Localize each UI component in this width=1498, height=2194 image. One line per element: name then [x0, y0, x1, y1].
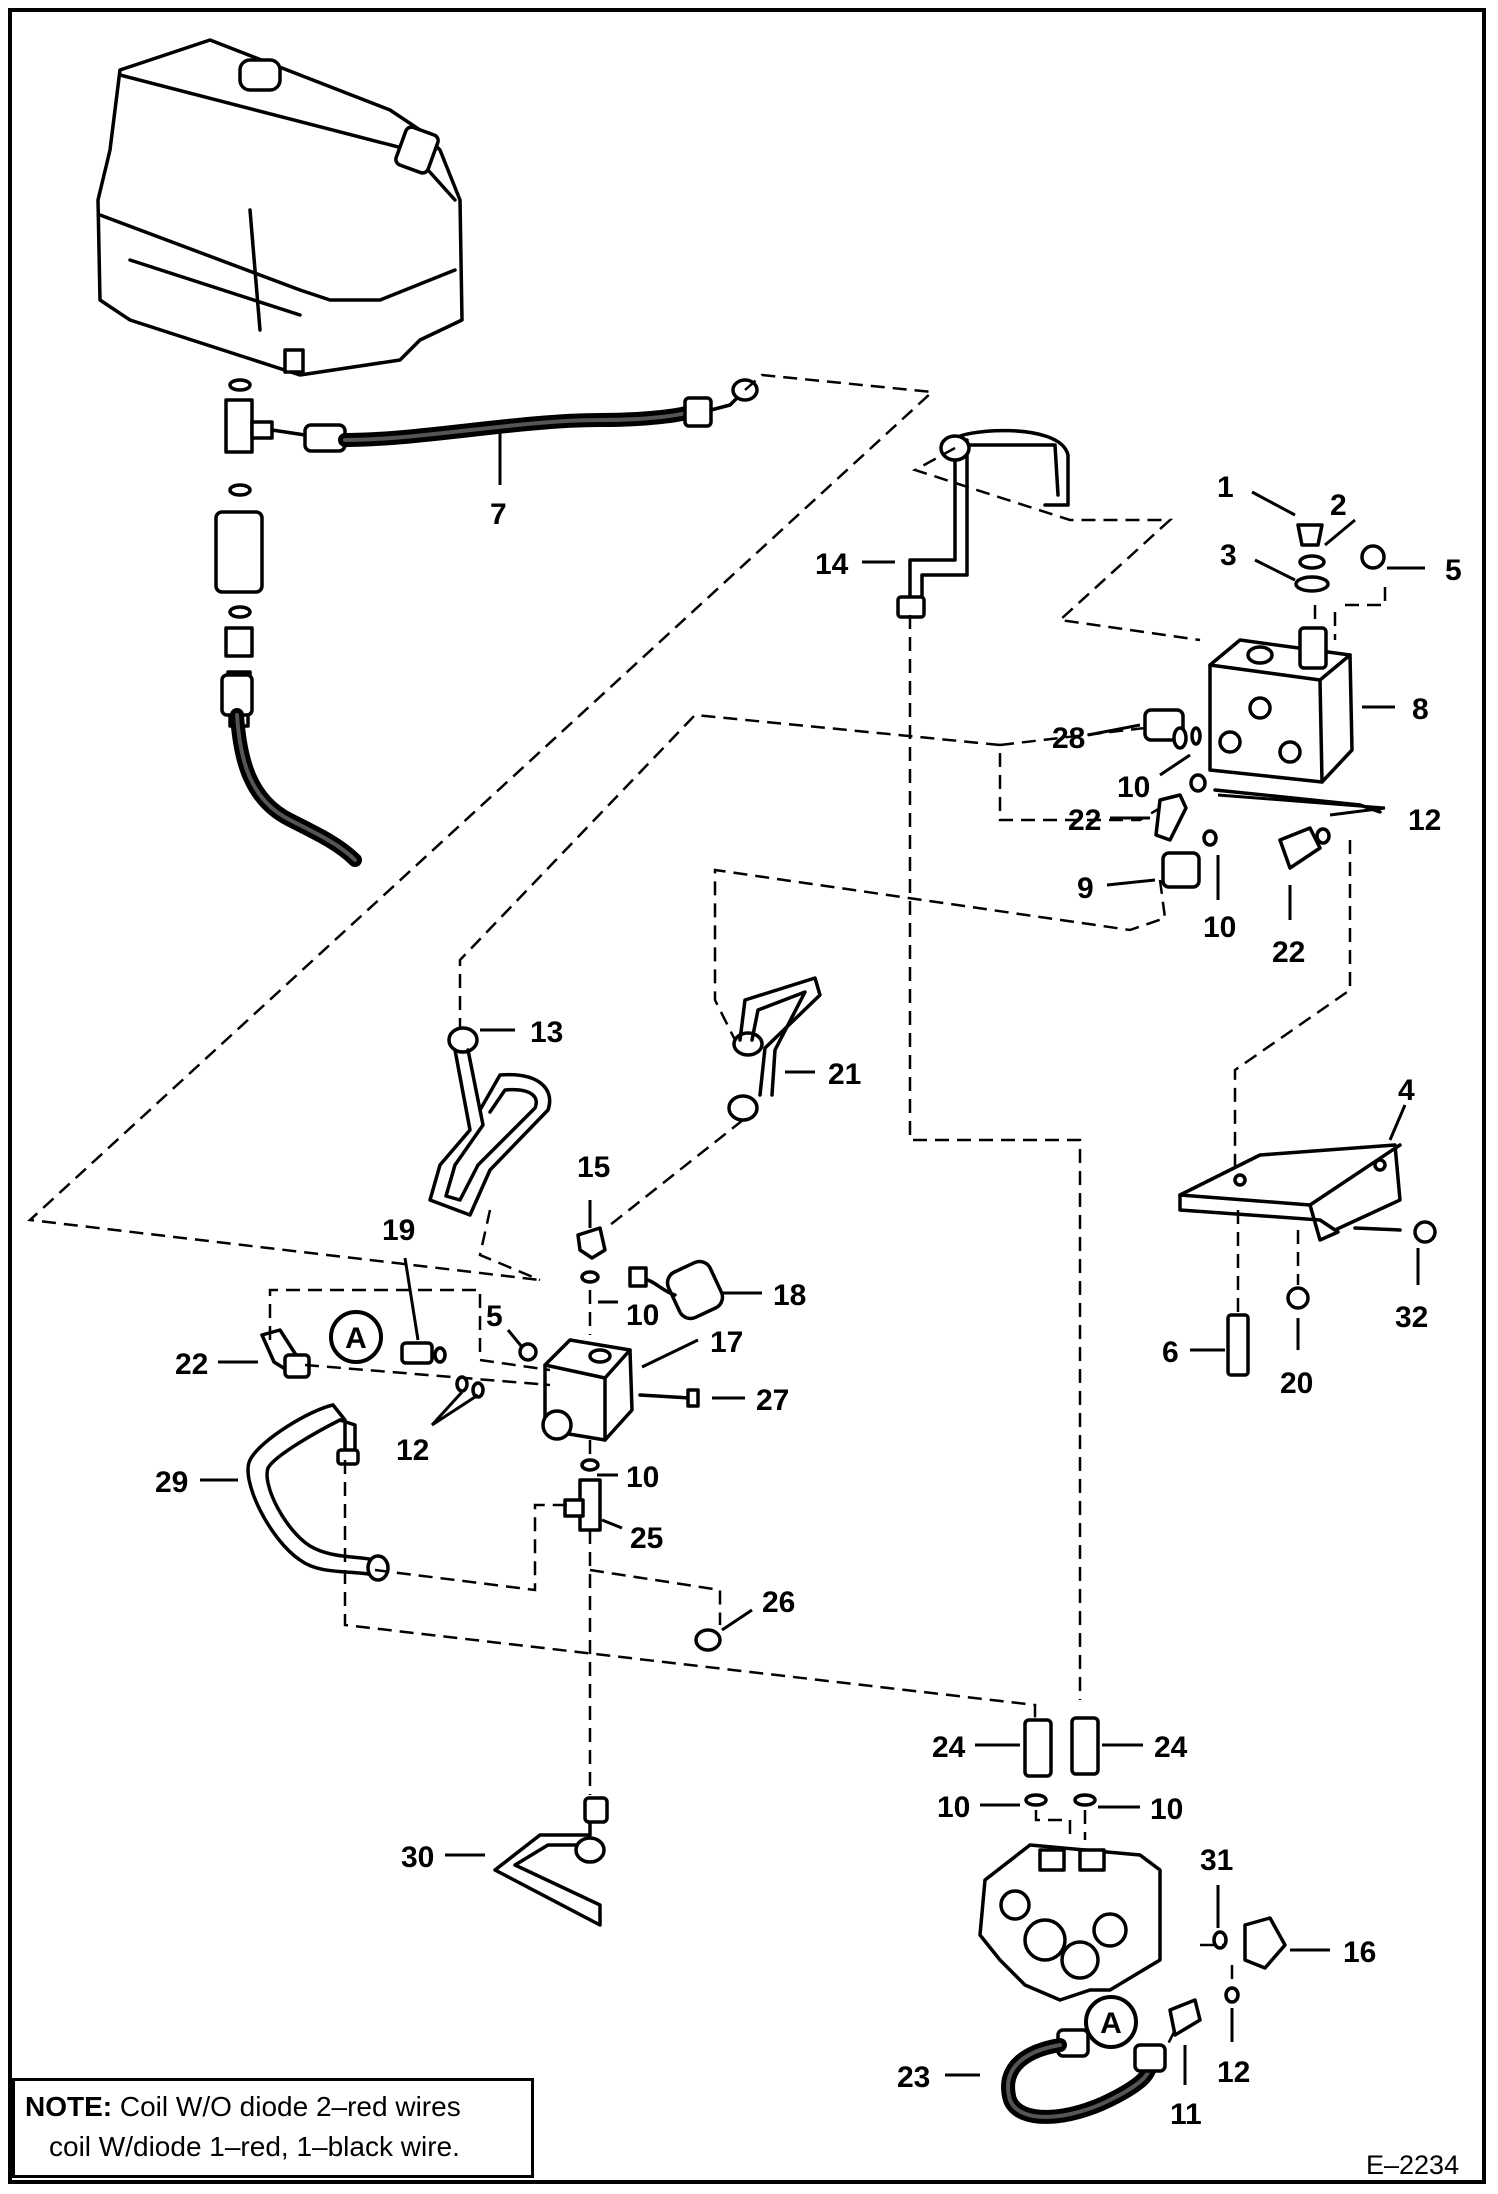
- routing-line-14-down: [908, 615, 1082, 1700]
- callout-32: 32: [1395, 1301, 1428, 1334]
- callout-30: 30: [401, 1841, 434, 1874]
- tee-25: [563, 1458, 722, 1652]
- coil-18: [628, 1259, 725, 1321]
- callout-24a: 24: [932, 1731, 966, 1764]
- routing-line-8b: [998, 726, 1161, 822]
- callout-28: 28: [1052, 722, 1085, 755]
- routing-line-lower-e: [374, 1503, 570, 1592]
- callout-24b: 24: [1154, 1731, 1188, 1764]
- reservoir-tank: [96, 38, 464, 377]
- routing-line-8a: [1313, 585, 1387, 640]
- callout-6: 6: [1162, 1336, 1179, 1369]
- callout-5b: 5: [486, 1300, 503, 1333]
- callout-12a: 12: [1408, 804, 1441, 837]
- note-label: NOTE:: [25, 2091, 113, 2122]
- detail-marker-a-upper: A: [329, 1310, 383, 1364]
- callout-17: 17: [710, 1326, 743, 1359]
- callout-22a: 22: [1068, 804, 1101, 837]
- note-box: NOTE: Coil W/O diode 2–red wires coil W/…: [12, 2078, 534, 2178]
- note-line-2: coil W/diode 1–red, 1–black wire.: [49, 2131, 460, 2162]
- routing-line-lower-c: [304, 1363, 551, 1387]
- suction-hose: [220, 673, 362, 867]
- callout-16: 16: [1343, 1936, 1376, 1969]
- callout-23: 23: [897, 2061, 930, 2094]
- tube-14: [896, 428, 1070, 619]
- callout-21: 21: [828, 1058, 861, 1091]
- callout-5: 5: [1445, 554, 1462, 587]
- valve-block-fittings-1-2-3-5: [1294, 523, 1386, 593]
- detail-marker-a-lower: A: [1084, 1995, 1138, 2049]
- fittings-24: [1023, 1716, 1100, 1840]
- tube-21: [609, 976, 822, 1226]
- bracket-4: [1178, 1143, 1437, 1377]
- routing-line-lower-f: [588, 1530, 722, 1795]
- callout-18: 18: [773, 1279, 806, 1312]
- callout-1: 1: [1217, 471, 1234, 504]
- callout-31: 31: [1200, 1844, 1233, 1877]
- control-valve: [978, 1843, 1162, 2002]
- fitting-15: [576, 1226, 607, 1284]
- drawing-number: E–2234: [1366, 2150, 1460, 2180]
- tube-13: [428, 1026, 552, 1282]
- callout-12b: 12: [396, 1434, 429, 1467]
- callout-9: 9: [1077, 872, 1094, 905]
- routing-line-9: [713, 868, 1167, 1041]
- svg-text:A: A: [1100, 2007, 1122, 2040]
- tube-30: [493, 1796, 609, 1927]
- callout-3: 3: [1220, 539, 1237, 572]
- hose-7: [270, 378, 759, 453]
- hose-23: [1001, 1998, 1202, 2124]
- callout-8: 8: [1412, 693, 1429, 726]
- fitting-19-22: [260, 1328, 538, 1399]
- fittings-16-31: [1212, 1916, 1287, 2004]
- valve-17: [541, 1338, 634, 1442]
- routing-line-7: [27, 373, 935, 1282]
- callout-10b: 10: [1203, 911, 1236, 944]
- callout-12c: 12: [1217, 2056, 1250, 2089]
- valve-block-8: [1208, 626, 1354, 784]
- callout-19: 19: [382, 1214, 415, 1247]
- callout-29: 29: [155, 1466, 188, 1499]
- callout-20: 20: [1280, 1367, 1313, 1400]
- routing-line-8c: [1233, 840, 1352, 1200]
- callout-22c: 22: [175, 1348, 208, 1381]
- svg-text:A: A: [345, 1322, 367, 1355]
- callout-26: 26: [762, 1586, 795, 1619]
- callout-14: 14: [815, 548, 849, 581]
- routing-line-lower-a: [268, 1288, 551, 1372]
- callout-10c: 10: [626, 1299, 659, 1332]
- callout-2: 2: [1330, 489, 1347, 522]
- callout-7: 7: [490, 498, 507, 531]
- drawing-border: [8, 8, 1486, 2184]
- callout-10d: 10: [626, 1461, 659, 1494]
- callout-15: 15: [577, 1151, 610, 1184]
- routing-line-lower-d: [343, 1460, 1037, 1720]
- callout-27: 27: [756, 1384, 789, 1417]
- callout-10e: 10: [937, 1791, 970, 1824]
- callout-10a: 10: [1117, 771, 1150, 804]
- note-line-1: Coil W/O diode 2–red wires: [119, 2091, 461, 2122]
- callout-10f: 10: [1150, 1793, 1183, 1826]
- callout-25: 25: [630, 1522, 663, 1555]
- callout-labels: 1 2 3 5 8 7 14 28 10 22 12 9: [155, 430, 1462, 2131]
- bolt-27: [638, 1388, 700, 1408]
- valve-block-fittings-28-22-9: [1143, 708, 1331, 889]
- callout-13: 13: [530, 1016, 563, 1049]
- callout-22b: 22: [1272, 936, 1305, 969]
- callout-11: 11: [1170, 2098, 1202, 2131]
- callout-4: 4: [1398, 1074, 1415, 1107]
- routing-line-valve: [1163, 1943, 1234, 2051]
- routing-line-13: [458, 713, 1001, 1040]
- tube-29: [246, 1403, 390, 1582]
